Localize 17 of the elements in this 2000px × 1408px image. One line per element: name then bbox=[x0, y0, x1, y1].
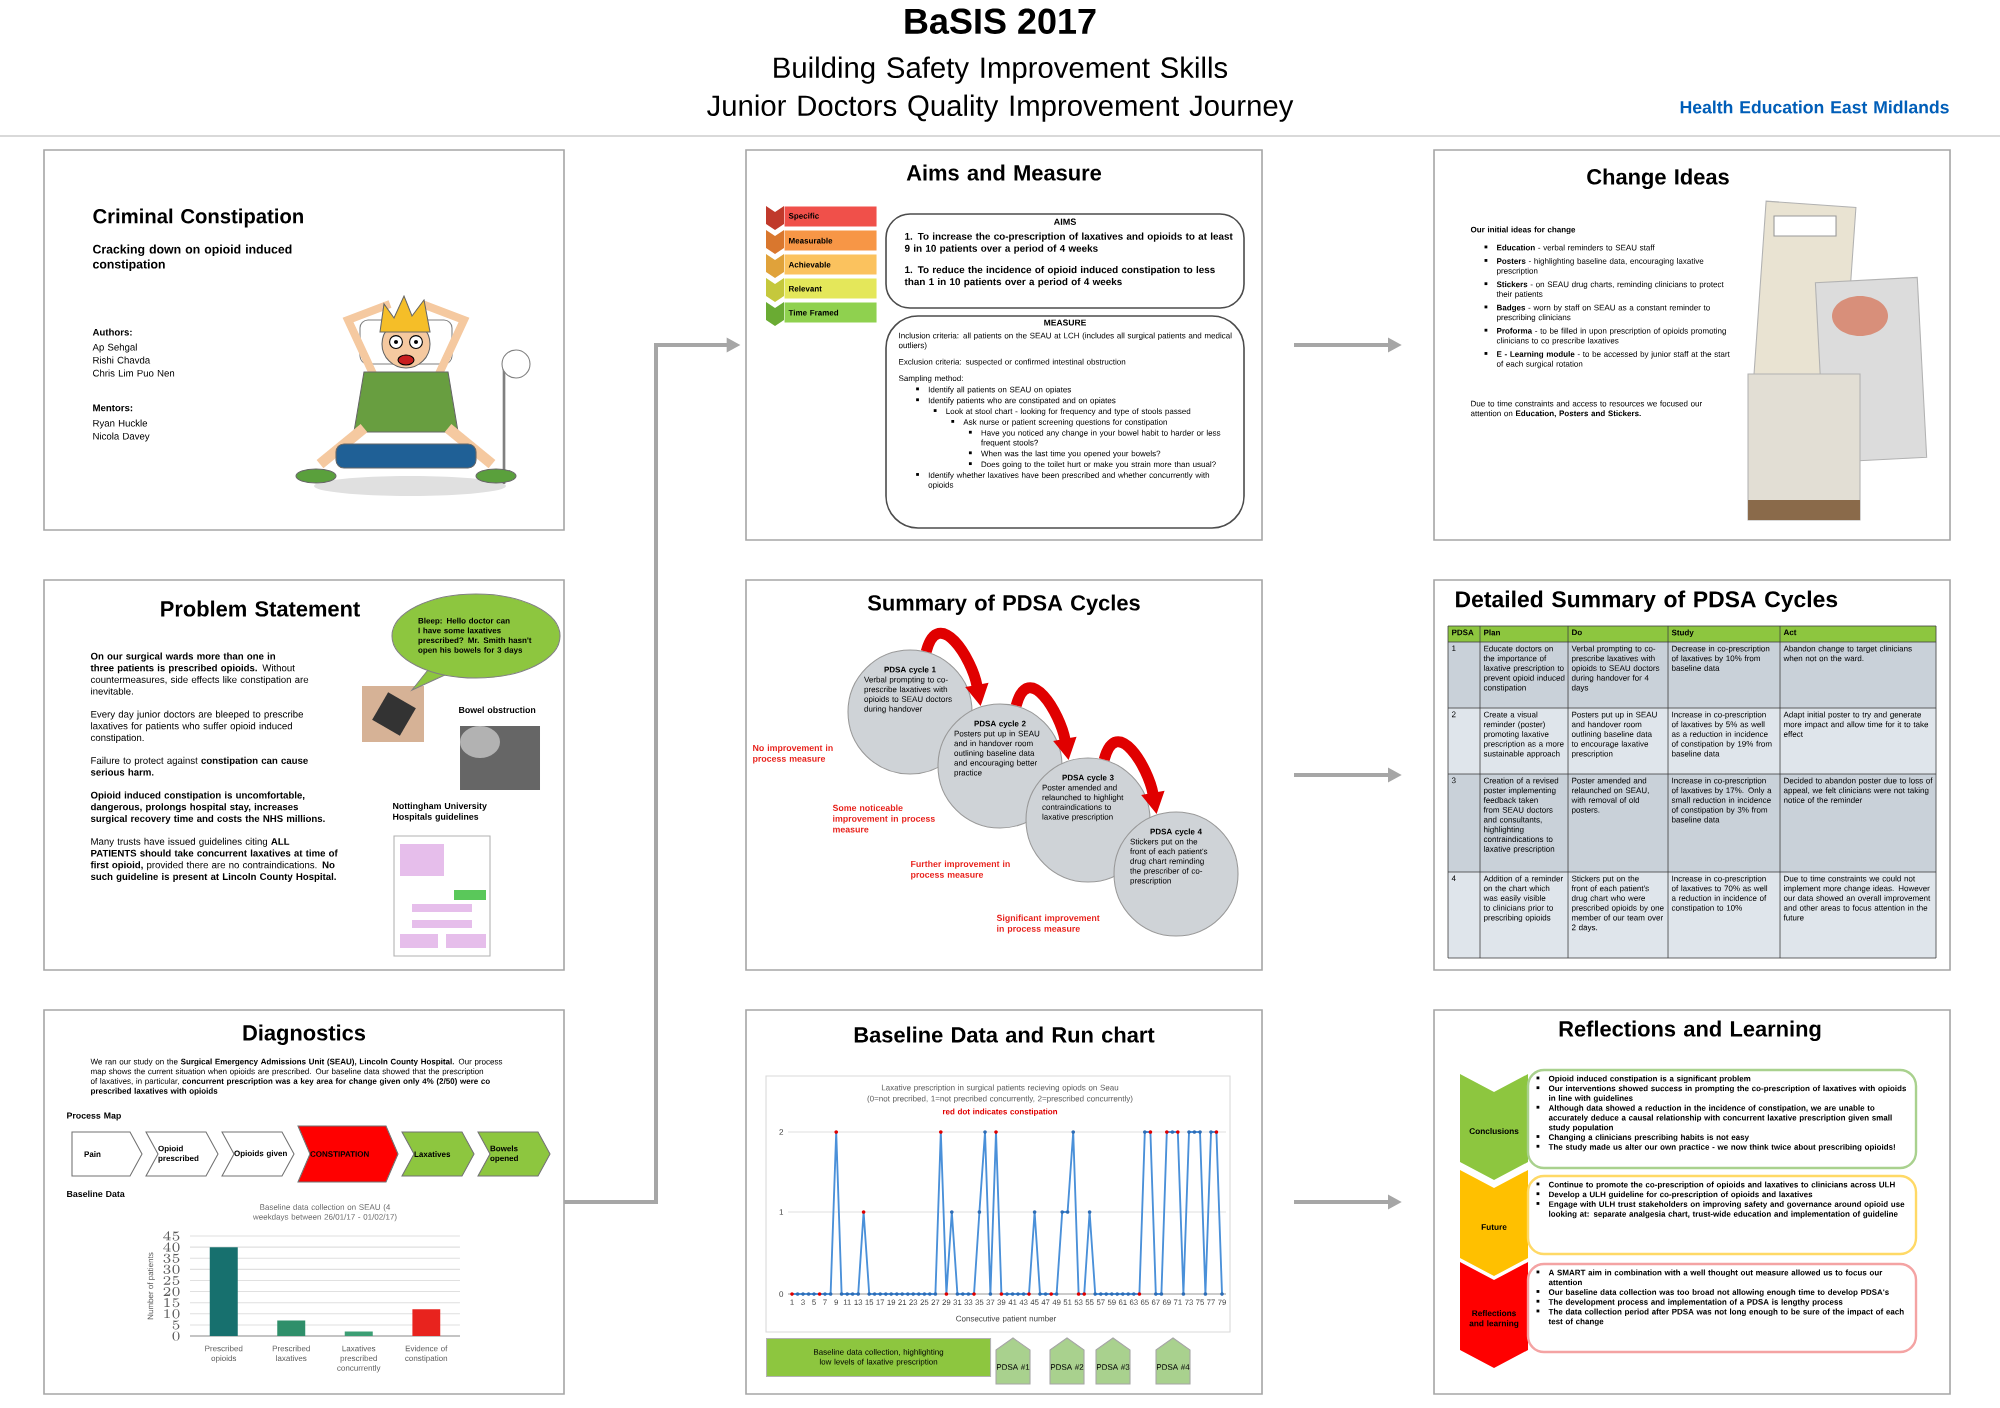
subtitle: Junior Doctors Quality Improvement Journey bbox=[707, 94, 1294, 122]
panel-heading: Aims and Measure bbox=[906, 164, 1102, 181]
panel-heading: Change Ideas bbox=[1587, 168, 1729, 190]
panel-heading: Problem Statement bbox=[161, 600, 360, 617]
bar bbox=[277, 1320, 306, 1337]
poster-title: BaSIS 2017 bbox=[905, 8, 1096, 34]
organisation-name: Health Education East Midlands bbox=[1680, 100, 1949, 114]
panel-heading: Criminal Constipation bbox=[93, 208, 303, 228]
bar bbox=[344, 1331, 373, 1337]
panel-heading: Diagnostics bbox=[243, 1024, 366, 1046]
panel-heading: Summary of PDSA Cycles bbox=[867, 594, 1140, 615]
panel-heading: Baseline Data and Run chart bbox=[854, 1026, 1155, 1043]
bar bbox=[209, 1247, 238, 1337]
panel-heading: Detailed Summary of PDSA Cycles bbox=[1456, 590, 1838, 612]
bar bbox=[412, 1309, 441, 1337]
subtitle: Building Safety Improvement Skills bbox=[774, 56, 1228, 84]
panel-heading: Reflections and Learning bbox=[1559, 1020, 1821, 1042]
